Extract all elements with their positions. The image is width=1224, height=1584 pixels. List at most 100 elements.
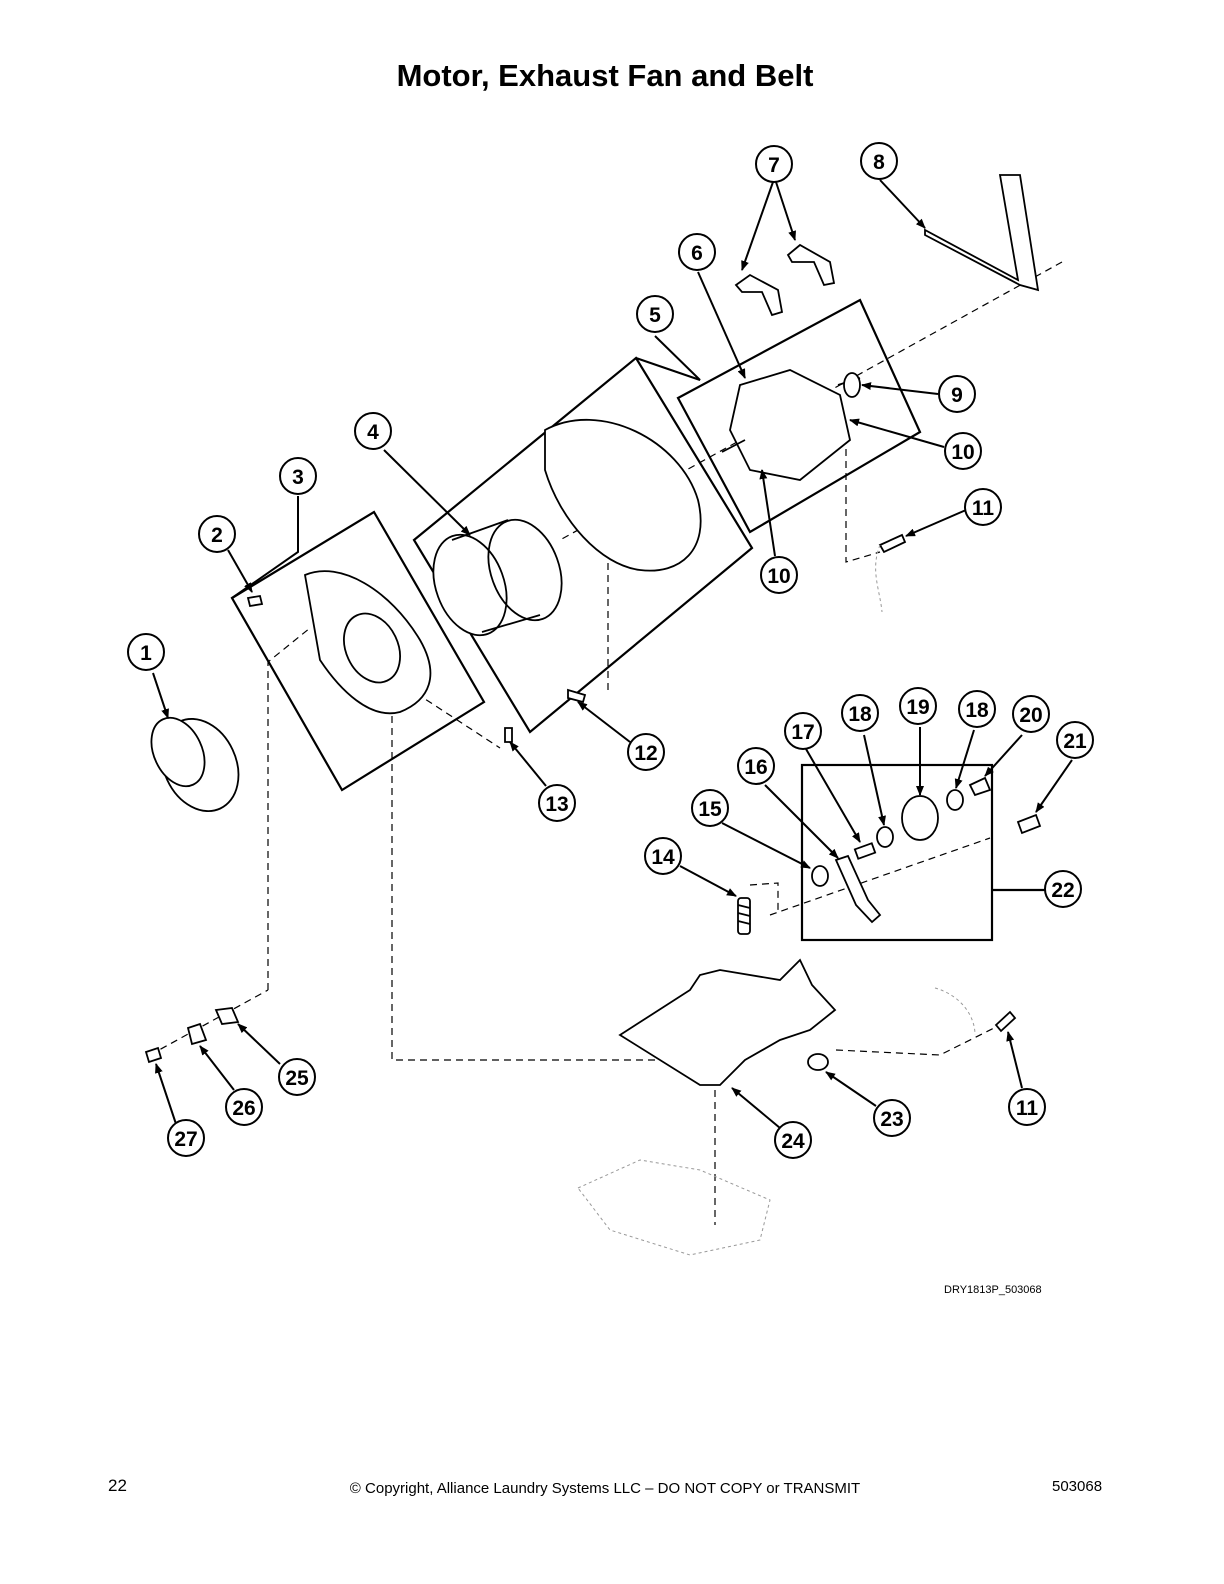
bearing-18a [876,826,894,848]
callout-14: 14 [644,837,682,875]
svg-text:4: 4 [367,421,379,444]
bearing-18b [946,789,964,811]
svg-text:16: 16 [744,756,767,779]
callout-4: 4 [354,412,392,450]
svg-text:21: 21 [1063,730,1087,753]
svg-text:5: 5 [649,304,661,327]
callout-1: 1 [127,633,165,671]
bolt-21 [1016,813,1042,835]
svg-text:9: 9 [951,384,963,407]
svg-text:13: 13 [545,793,568,816]
svg-text:14: 14 [651,846,675,869]
callout-27: 27 [167,1119,205,1157]
svg-text:18: 18 [965,699,989,722]
svg-text:10: 10 [767,565,790,588]
clamp-25 [214,1007,240,1025]
callout-7: 7 [755,145,793,183]
screw-27 [144,1046,163,1064]
svg-text:15: 15 [698,798,722,821]
callout-12: 12 [627,733,665,771]
callout-19: 19 [899,687,937,725]
box-item-4-5 [412,356,754,734]
svg-text:23: 23 [880,1108,903,1131]
callout-11b: 11 [1008,1088,1046,1126]
blower-housing-5 [544,419,702,572]
clip-7b [786,243,836,287]
callout-18a: 18 [841,694,879,732]
leader-lines [152,179,1073,1129]
svg-text:26: 26 [232,1097,255,1120]
callout-10b: 10 [760,556,798,594]
idler-arm-16 [834,854,882,924]
motor-mount-24 [618,958,837,1086]
svg-text:11: 11 [1016,1097,1039,1120]
callout-24: 24 [774,1121,812,1159]
dashed-centerlines [149,261,1063,1225]
ghost-outlines [577,544,976,1256]
svg-text:17: 17 [791,721,814,744]
figure-code: DRY1813P_503068 [944,1284,1042,1296]
ring-part-1 [150,716,240,812]
belt-8 [924,174,1040,292]
assembly-boxes [230,298,1048,942]
page-title: Motor, Exhaust Fan and Belt [396,58,814,93]
washer-23 [807,1053,829,1071]
callout-13: 13 [538,784,576,822]
document-number: 503068 [1052,1478,1103,1495]
motor-6 [721,369,861,481]
screw-12 [567,688,587,704]
callout-26: 26 [225,1088,263,1126]
svg-text:19: 19 [906,696,929,719]
svg-text:1: 1 [140,642,152,665]
svg-text:22: 22 [1051,879,1074,902]
callout-9: 9 [938,375,976,413]
callout-8: 8 [860,142,898,180]
callout-20: 20 [1012,695,1050,733]
svg-text:25: 25 [285,1067,309,1090]
svg-text:3: 3 [292,466,304,489]
copyright-notice: © Copyright, Alliance Laundry Systems LL… [349,1480,861,1497]
pulley-9 [843,372,861,398]
svg-text:7: 7 [768,154,780,177]
callout-25: 25 [278,1058,316,1096]
spring-14 [737,897,751,935]
svg-text:20: 20 [1019,704,1042,727]
screw-11a [878,533,907,554]
callout-6: 6 [678,233,716,271]
part-sketches [144,174,1042,1086]
callout-15: 15 [691,789,729,827]
screw-13 [504,727,513,743]
screw-11b [994,1010,1017,1033]
callout-22: 22 [1044,870,1082,908]
box-item-5-motor [676,298,922,534]
box-item-3 [230,510,486,792]
plate-hole [343,612,401,684]
clamp-26 [186,1022,208,1046]
svg-text:10: 10 [951,441,974,464]
page-number: 22 [108,1476,127,1495]
callout-17: 17 [784,712,822,750]
box-item-22 [800,763,994,942]
svg-text:12: 12 [634,742,657,765]
svg-text:18: 18 [848,703,872,726]
svg-text:24: 24 [781,1130,805,1153]
shaft-17 [853,842,877,860]
callout-16: 16 [737,747,775,785]
callout-2: 2 [198,515,236,553]
callout-11a: 11 [964,488,1002,526]
washer-15 [811,865,829,887]
svg-text:11: 11 [972,497,995,520]
callout-5: 5 [636,295,674,333]
screw-2 [246,594,264,608]
callout-21: 21 [1056,721,1094,759]
svg-text:27: 27 [174,1128,197,1151]
svg-text:2: 2 [211,524,223,547]
clip-7a [734,273,784,317]
callout-3: 3 [279,457,317,495]
svg-text:8: 8 [873,151,885,174]
callout-23: 23 [873,1099,911,1137]
clip-20 [968,776,992,797]
callout-10a: 10 [944,432,982,470]
callout-18b: 18 [958,690,996,728]
